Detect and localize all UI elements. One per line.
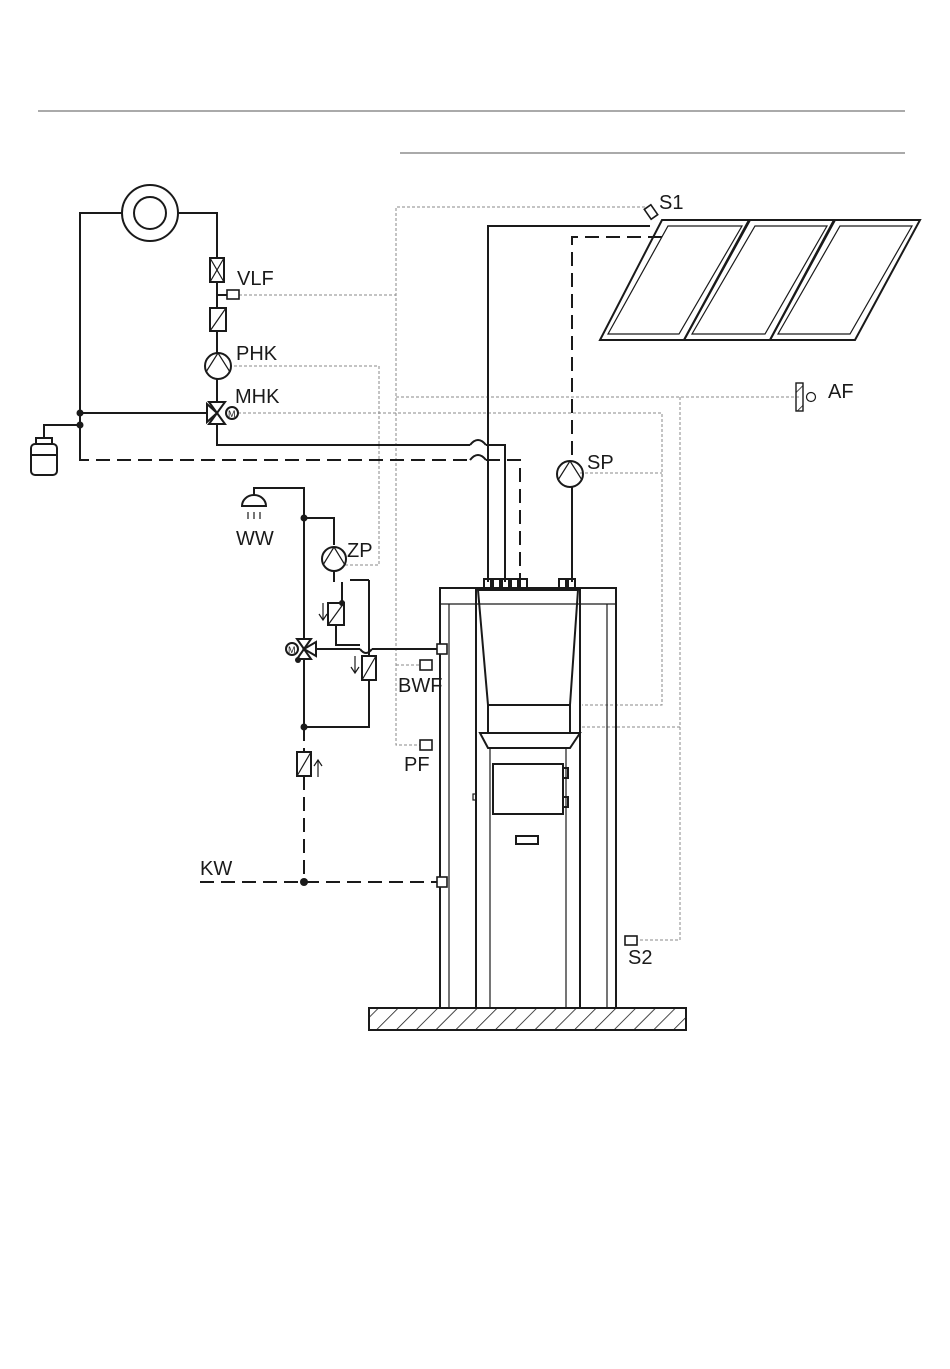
s2-sensor — [625, 936, 637, 945]
vlf-sensor — [217, 290, 239, 299]
s1-label: S1 — [659, 192, 683, 214]
radiator-outer — [122, 185, 178, 241]
mhk-label: MHK — [235, 386, 280, 408]
expansion-vessel — [31, 438, 57, 475]
zp-label: ZP — [347, 540, 373, 562]
mixing-valve-icon: M — [207, 402, 238, 424]
heating-pump-icon — [205, 353, 231, 379]
af-label: AF — [828, 381, 854, 403]
flow-regulator-icon — [210, 258, 224, 282]
heating-circuit — [44, 185, 520, 582]
ww-label: WW — [236, 528, 274, 550]
pf-sensor — [420, 740, 432, 750]
solar-circuit — [488, 226, 662, 582]
bwf-label: BWF — [398, 675, 442, 697]
bwf-sensor — [420, 660, 432, 670]
outdoor-sensor-af — [796, 383, 816, 411]
sp-label: SP — [587, 452, 614, 474]
radiator-inner — [134, 197, 166, 229]
dhw-motor-symbol: M — [288, 645, 296, 655]
pf-label: PF — [404, 754, 430, 776]
heat-pump-unit — [437, 579, 616, 1008]
solar-pump-icon — [557, 461, 583, 487]
control-wiring — [234, 207, 800, 940]
collector-sensor-s1 — [644, 205, 657, 219]
kw-label: KW — [200, 858, 232, 880]
motor-symbol: M — [228, 409, 236, 419]
phk-label: PHK — [236, 343, 278, 365]
s2-label: S2 — [628, 947, 652, 969]
floor-foundation — [369, 1008, 686, 1030]
vlf-label: VLF — [237, 268, 274, 290]
check-valve-icon — [210, 308, 226, 331]
